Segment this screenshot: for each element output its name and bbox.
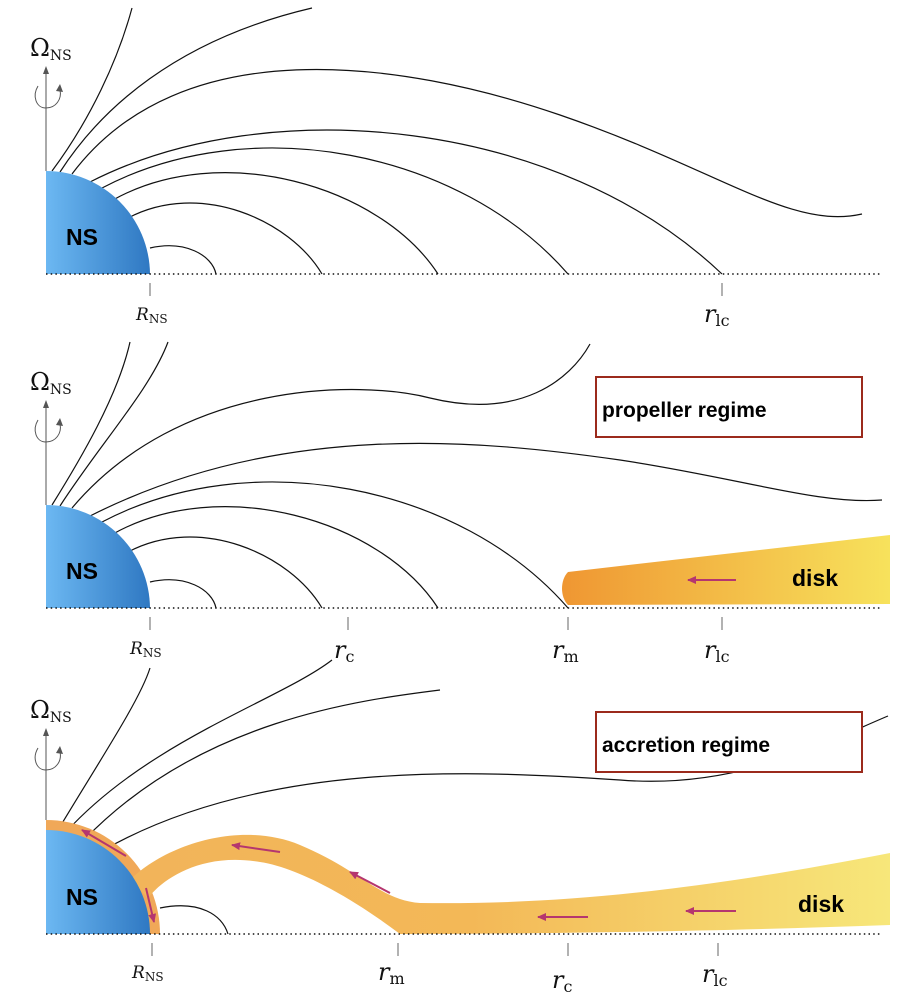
field-lines — [51, 7, 863, 275]
field-line — [149, 579, 217, 609]
regime-label: accretion regime — [602, 734, 770, 757]
rotation-arrowhead-icon — [56, 746, 63, 754]
field-line — [112, 506, 439, 609]
field-line — [89, 442, 883, 517]
label-rc: rc — [552, 966, 572, 996]
flow-arrows — [81, 829, 736, 923]
label-rlc: rlc — [702, 960, 728, 990]
rotation-arrowhead-icon — [56, 418, 63, 426]
rotation-arrow-icon — [34, 747, 61, 771]
spin-axis-arrowhead — [43, 66, 49, 74]
inflow-arrow-icon — [81, 829, 127, 857]
field-line — [51, 341, 131, 506]
field-line — [71, 68, 863, 218]
label-rlc: rlc — [704, 300, 730, 330]
accretion-stream — [130, 834, 890, 934]
label-rns: RNS — [131, 963, 164, 984]
field-line — [59, 341, 169, 507]
neutron-star — [46, 830, 150, 934]
field-line — [149, 245, 217, 275]
field-line — [71, 343, 591, 509]
spin-axis-arrowhead — [43, 400, 49, 408]
star-label: NS — [66, 558, 98, 584]
accretion-disk — [562, 535, 890, 605]
field-line — [51, 7, 133, 172]
field-line — [127, 536, 323, 609]
disk-label: disk — [792, 565, 838, 591]
rotation-arrow-icon — [34, 419, 61, 443]
regime-box — [595, 711, 863, 773]
star-label: NS — [66, 224, 98, 250]
inflow-arrow-icon — [231, 842, 281, 853]
label-rlc: rlc — [704, 636, 730, 666]
field-line — [159, 905, 229, 935]
rotation-arrowhead-icon — [56, 84, 63, 92]
inflow-arrow-icon — [145, 887, 157, 923]
spin-label: ΩNS — [30, 368, 72, 398]
label-rns: RNS — [135, 305, 168, 326]
field-line — [57, 667, 151, 831]
neutron-star — [46, 171, 150, 274]
field-lines — [51, 341, 883, 609]
panel-propeller: NS ΩNS propeller regime disk RNS rc rm r… — [30, 341, 890, 666]
spin-axis-arrowhead — [43, 728, 49, 736]
inflow-arrow-icon — [349, 871, 391, 894]
star-label: NS — [66, 884, 98, 910]
spin-label: ΩNS — [30, 34, 72, 64]
panel-top: NS ΩNS RNS rlc — [30, 7, 880, 330]
field-line — [83, 689, 441, 841]
label-rm: rm — [552, 636, 579, 666]
label-rc: rc — [334, 636, 354, 666]
field-line — [89, 129, 723, 275]
field-line — [59, 7, 313, 173]
field-line — [101, 147, 569, 275]
label-rm: rm — [378, 958, 405, 988]
regime-box — [595, 376, 863, 438]
field-line — [101, 481, 569, 609]
spin-label: ΩNS — [30, 696, 72, 726]
panel-accretion: NS ΩNS accretion regime disk RNS rm rc r… — [30, 659, 890, 996]
label-rns: RNS — [129, 639, 162, 660]
neutron-star — [46, 505, 150, 608]
field-line — [65, 659, 333, 833]
regime-label: propeller regime — [602, 399, 767, 422]
rotation-arrow-icon — [34, 85, 61, 109]
field-line — [127, 202, 323, 275]
field-line — [112, 172, 439, 275]
disk-label: disk — [798, 891, 844, 917]
